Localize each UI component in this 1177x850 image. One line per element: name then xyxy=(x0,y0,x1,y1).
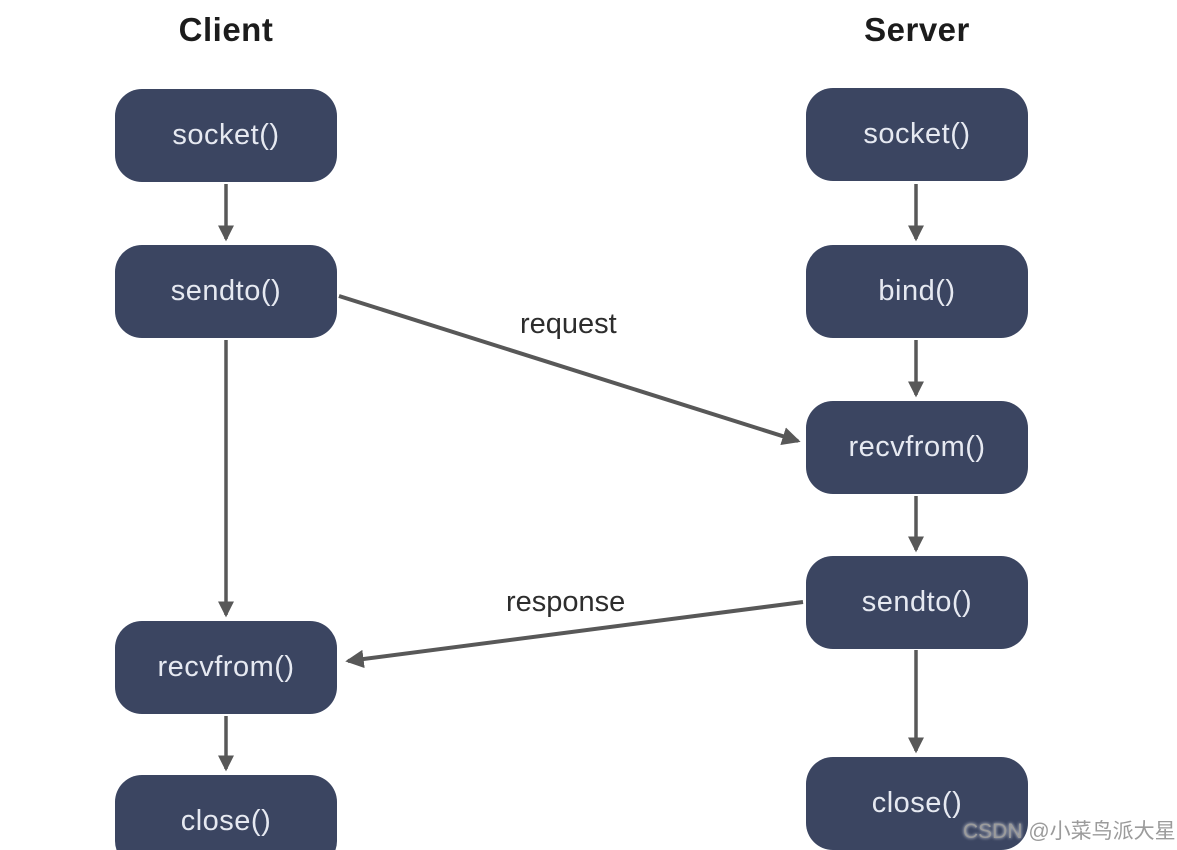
server-socket-label: socket() xyxy=(863,118,971,150)
server-sendto-node: sendto() xyxy=(806,556,1028,649)
response-edge-label: response xyxy=(506,586,626,618)
server-recvfrom-node: recvfrom() xyxy=(806,401,1028,494)
server-bind-node: bind() xyxy=(806,245,1028,338)
request-edge-label: request xyxy=(520,308,617,340)
server-bind-label: bind() xyxy=(878,275,956,307)
server-column-title: Server xyxy=(864,11,970,48)
server-close-node: close() xyxy=(806,757,1028,850)
client-socket-label: socket() xyxy=(172,119,280,151)
server-sendto-label: sendto() xyxy=(861,586,973,618)
watermark-text: CSDN @小菜鸟派大星 xyxy=(963,820,1176,843)
client-close-node: close() xyxy=(115,775,337,850)
server-socket-node: socket() xyxy=(806,88,1028,181)
server-close-label: close() xyxy=(871,787,963,819)
client-recvfrom-label: recvfrom() xyxy=(157,651,295,683)
client-sendto-node: sendto() xyxy=(115,245,337,338)
client-column-title: Client xyxy=(178,11,274,48)
server-recvfrom-label: recvfrom() xyxy=(848,431,986,463)
client-close-label: close() xyxy=(180,805,272,837)
client-recvfrom-node: recvfrom() xyxy=(115,621,337,714)
client-socket-node: socket() xyxy=(115,89,337,182)
client-sendto-label: sendto() xyxy=(170,275,282,307)
